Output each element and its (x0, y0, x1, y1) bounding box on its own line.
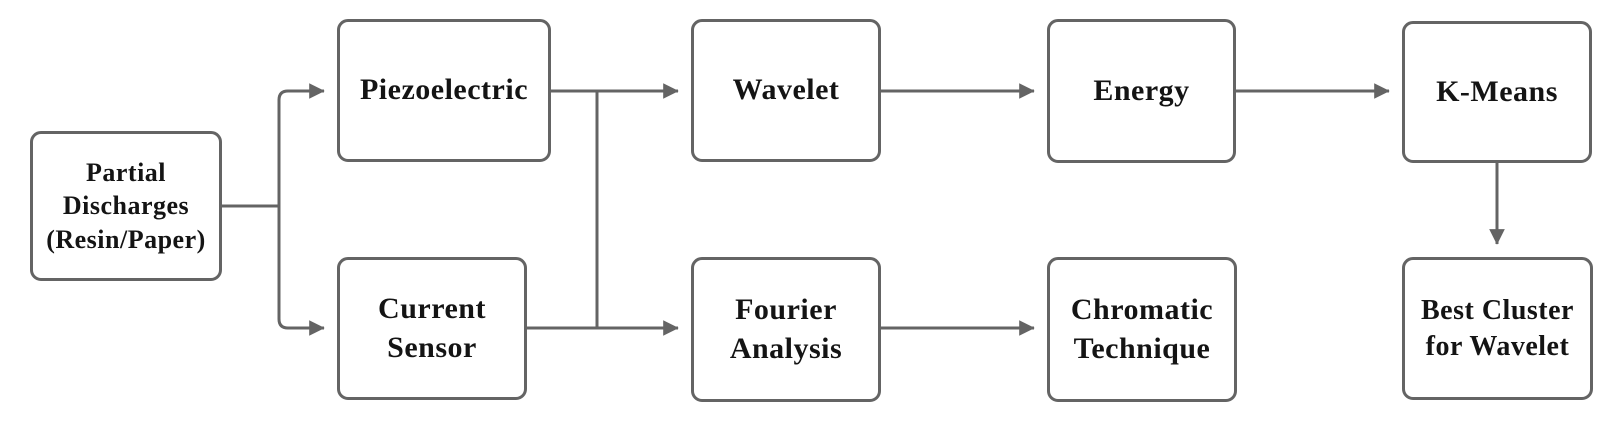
node-label-fourier-analysis: Fourier Analysis (729, 293, 843, 365)
node-label-piezoelectric: Piezoelectric (359, 73, 529, 107)
edge-partial-to-current-sensor (277, 204, 325, 336)
node-label-k-means: K-Means (1436, 74, 1558, 108)
node-piezoelectric: Piezoelectric (337, 19, 551, 162)
node-chromatic-technique: Chromatic Technique (1047, 257, 1237, 402)
node-label-partial-discharges: Partial Discharges (Resin/Paper) (46, 158, 206, 254)
node-k-means: K-Means (1402, 21, 1592, 163)
node-partial-discharges: Partial Discharges (Resin/Paper) (30, 131, 222, 281)
node-label-energy: Energy (1093, 73, 1190, 107)
node-best-cluster: Best Cluster for Wavelet (1402, 257, 1593, 400)
node-current-sensor: Current Sensor (337, 257, 527, 400)
node-fourier-analysis: Fourier Analysis (691, 257, 881, 402)
edges (222, 83, 1505, 336)
node-label-best-cluster: Best Cluster for Wavelet (1421, 294, 1574, 362)
edge-partial-to-piezoelectric (277, 83, 325, 208)
node-energy: Energy (1047, 19, 1236, 163)
node-label-chromatic-technique: Chromatic Technique (1070, 293, 1214, 365)
node-label-wavelet: Wavelet (732, 73, 840, 107)
node-wavelet: Wavelet (691, 19, 881, 162)
node-label-current-sensor: Current Sensor (378, 292, 486, 364)
